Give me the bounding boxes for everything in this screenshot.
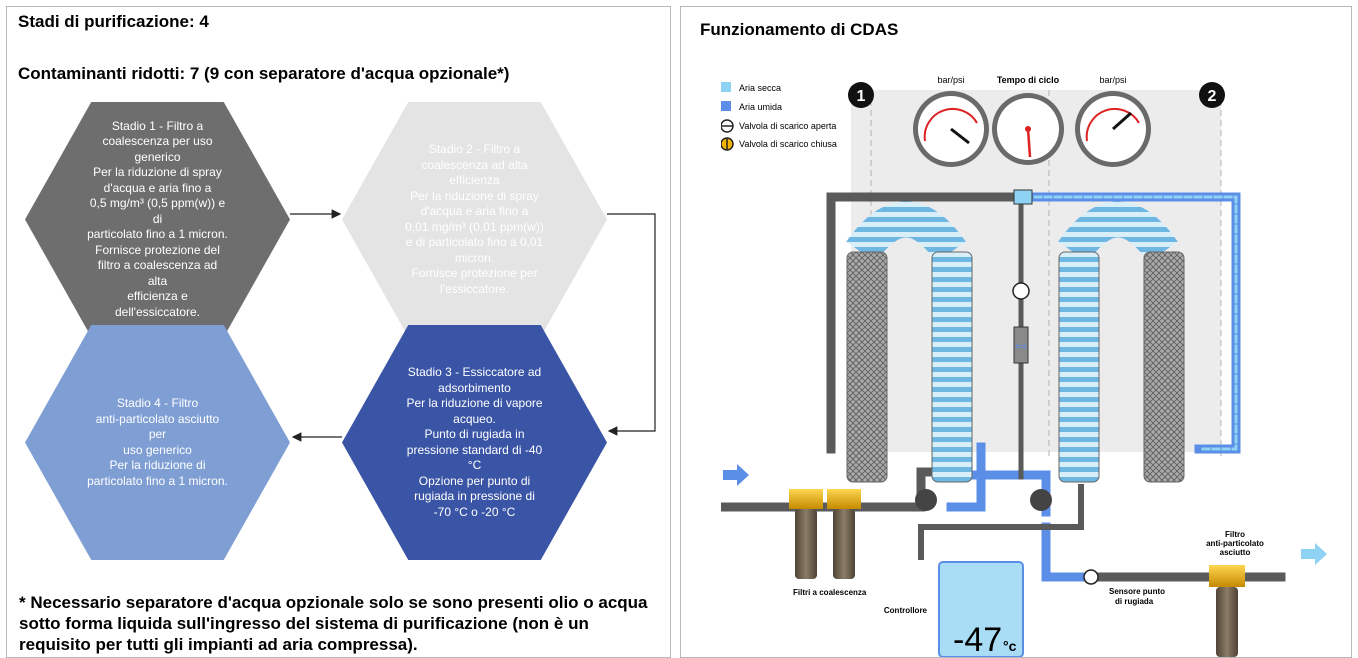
legend-wet-air-label: Aria umida xyxy=(739,102,782,112)
stage-2-line: coalescenza ad alta xyxy=(421,157,528,172)
particulate-filter-label-3: asciutto xyxy=(1220,548,1251,557)
stage-4-line: anti-particolato asciutto per xyxy=(95,411,220,442)
stage-1-line: generico xyxy=(134,149,181,164)
stage-2-line: Stadio 2 - Filtro a xyxy=(428,142,521,156)
stage-3-line: rugiada in pressione di xyxy=(414,489,535,503)
legend-wet-air-swatch xyxy=(721,101,731,111)
stage-4-line: Stadio 4 - Filtro xyxy=(116,396,199,410)
stage-3-line: Opzione per punto di xyxy=(418,473,531,488)
cdas-operation-panel: Funzionamento di CDAS Aria xyxy=(680,6,1352,658)
stage-2-line: Fornisce protezione per xyxy=(411,266,538,280)
flow-arrows xyxy=(290,209,656,442)
controller-label: Controllore xyxy=(884,606,928,615)
stage-1-line: efficienza e xyxy=(127,289,188,304)
outlet-arrow-icon xyxy=(1301,543,1327,565)
pipes xyxy=(721,192,1286,582)
silencer-icon xyxy=(1013,326,1029,364)
stage-1-line: filtro a coalescenza ad alta xyxy=(97,258,218,288)
stage-2-line: micron. xyxy=(454,250,495,265)
stage-2-line: d'acqua e aria fino a xyxy=(420,204,529,218)
stage-1-line: Stadio 1 - Filtro a xyxy=(111,118,204,133)
stage-2-line: l'essiccatore. xyxy=(440,281,509,296)
stage-1-line: Per la riduzione di spray xyxy=(93,165,222,180)
left-pressure-gauge xyxy=(913,91,989,167)
stage-4-line: particolato fino a 1 micron. xyxy=(87,473,228,488)
stage-4-line: Per la riduzione di xyxy=(109,458,206,472)
stage-1-line: 0,5 mg/m³ (0,5 ppm(w)) e di xyxy=(89,196,226,226)
inlet-arrow-icon xyxy=(723,464,749,486)
stage-4-line: uso generico xyxy=(123,442,192,457)
stage-3-line: Stadio 3 - Essiccatore ad xyxy=(407,365,542,379)
controller-unit-label: °c xyxy=(1003,638,1017,654)
center-valve-icon xyxy=(1012,282,1030,300)
cdas-diagram: Aria secca Aria umida Valvola di scarico… xyxy=(721,75,1327,657)
cycle-time-label: Tempo di ciclo xyxy=(997,75,1060,85)
stages-title: Stadi di purificazione: 4 xyxy=(18,12,209,31)
stage-1-line: Fornisce protezione del xyxy=(95,242,220,257)
inlet-switch-valve xyxy=(915,489,937,511)
particulate-filter-label-1: Filtro xyxy=(1225,530,1245,539)
dewpoint-sensor-label-1: Sensore punto xyxy=(1109,587,1165,596)
stage-3-line: adsorbimento xyxy=(438,380,511,395)
stage-3-line: -70 °C o -20 °C xyxy=(433,504,516,519)
tower-1-number: 1 xyxy=(857,88,866,105)
dewpoint-sensor-label-2: di rugiada xyxy=(1115,597,1154,606)
stage-1-line: particolato fino a 1 micron. xyxy=(87,227,228,242)
stage-2-line: Per la riduzione di spray xyxy=(410,188,539,203)
legend-valve-closed-label: Valvola di scarico chiusa xyxy=(739,139,837,149)
contaminants-title: Contaminanti ridotti: 7 (9 con separator… xyxy=(18,64,510,83)
tower-2-badge xyxy=(1199,82,1225,108)
stage-3-line: Punto di rugiada in xyxy=(424,427,525,441)
stage-2-line: efficienza xyxy=(449,173,500,187)
stage-2-line: 0,01 mg/m³ (0,01 ppm(w)) xyxy=(405,219,544,234)
tower-2-number: 2 xyxy=(1208,88,1217,105)
purification-stages-panel: Stadi di purificazione: 4 Contaminanti r… xyxy=(6,6,671,658)
left-gauge-label: bar/psi xyxy=(937,75,964,85)
right-gauge-label: bar/psi xyxy=(1099,75,1126,85)
cycle-time-gauge xyxy=(992,93,1064,165)
dewpoint-sensor-icon xyxy=(1083,569,1099,585)
stage-3-line: pressione standard di -40 °C xyxy=(406,442,543,473)
tower-1-badge xyxy=(848,82,874,108)
svg-text:⇔: ⇔ xyxy=(1011,334,1031,356)
stage-3-line: acqueo. xyxy=(453,411,496,426)
footnote: * Necessario separatore d'acqua opzional… xyxy=(19,593,648,654)
legend-dry-air-label: Aria secca xyxy=(739,83,781,93)
particulate-filter-label-2: anti-particolato xyxy=(1206,539,1264,548)
controller-display: -47 xyxy=(953,621,1002,657)
stage-1-line: dell'essiccatore. xyxy=(115,304,200,319)
adsorption-towers xyxy=(846,201,1185,483)
outlet-switch-valve xyxy=(1030,489,1052,511)
coalescing-filters-label: Filtri a coalescenza xyxy=(793,588,867,597)
controller-unit xyxy=(938,561,1024,657)
stage-2-line: e di particolato fino a 0,01 xyxy=(405,235,544,249)
right-pressure-gauge xyxy=(1075,91,1151,167)
legend: Aria secca Aria umida Valvola di scarico… xyxy=(721,82,837,151)
cdas-title: Funzionamento di CDAS xyxy=(700,20,899,39)
particulate-filter xyxy=(1209,565,1245,657)
arrow-stage2-to-stage3 xyxy=(607,213,656,436)
legend-valve-open-label: Valvola di scarico aperta xyxy=(739,121,836,131)
coalescing-filters xyxy=(789,489,861,579)
stage-1-line: coalescenza per uso xyxy=(102,134,213,149)
stage-3-line: Per la riduzione di vapore xyxy=(406,396,543,410)
stage-1-line: d'acqua e aria fino a xyxy=(103,180,212,195)
legend-dry-air-swatch xyxy=(721,82,731,92)
